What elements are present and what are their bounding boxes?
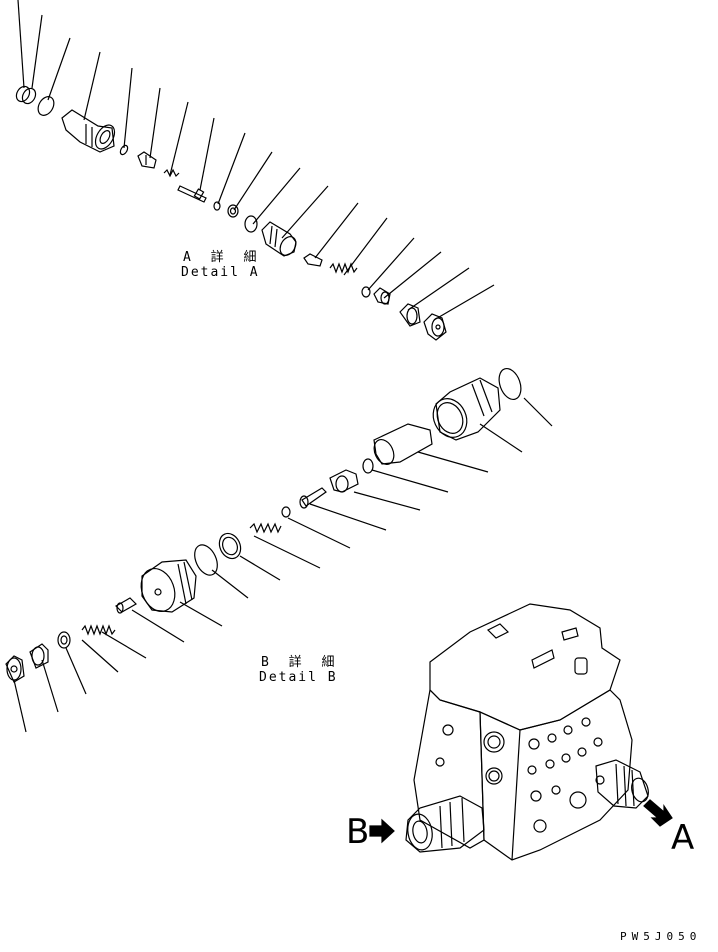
view-letter-a: A [671, 818, 695, 858]
detail-b-parts [5, 367, 522, 683]
detail-a-leader-lines [17, 0, 495, 321]
detail-b-leader-lines [13, 397, 553, 733]
detail-a-subtitle: Detail A [181, 265, 260, 280]
control-valve-assembly [405, 603, 649, 861]
view-letter-b: B [346, 812, 370, 852]
view-arrow-b [369, 818, 395, 844]
detail-a-title: A 詳 細 [183, 250, 263, 265]
view-arrow-a [643, 799, 673, 827]
detail-a-parts [15, 85, 447, 341]
detail-b-subtitle: Detail B [259, 670, 338, 685]
drawing-code: PW5J050 [620, 930, 702, 943]
detail-b-title: B 詳 細 [261, 655, 341, 670]
